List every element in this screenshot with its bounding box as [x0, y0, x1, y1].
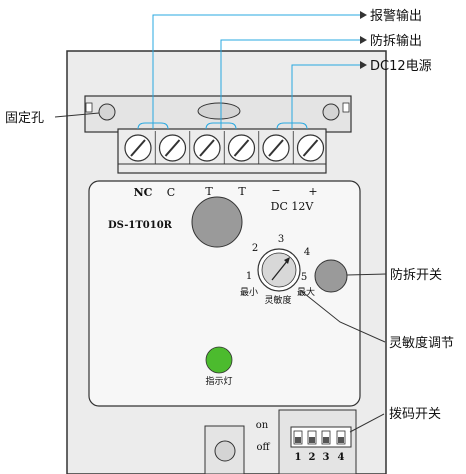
dip-number-3: 3 — [323, 452, 330, 463]
terminal-label-t1: T — [205, 185, 213, 198]
leader-tamper-switch — [346, 273, 387, 276]
sensitivity-dial-arrowhead — [284, 257, 290, 264]
screw-slot — [199, 139, 215, 157]
leader-sensitivity — [299, 289, 386, 343]
mounting-slot-right — [342, 102, 350, 113]
screw-slot — [268, 139, 284, 157]
dip-lever-1[interactable] — [295, 437, 301, 443]
dial-level-5: 5 — [301, 272, 307, 283]
dip-switch-body — [290, 426, 352, 448]
leader-fixing-hole — [54, 112, 100, 118]
terminal-label-nc: NC — [134, 186, 153, 199]
screw-slot — [130, 139, 146, 157]
mounting-slot-left — [85, 102, 93, 113]
leader-lines — [152, 14, 360, 129]
dial-max-label: 最大 — [297, 286, 315, 298]
leader-dip-switch — [349, 413, 385, 433]
terminal-screws — [124, 131, 325, 164]
sensitivity-dial-inner[interactable] — [261, 252, 297, 288]
callout-dc12-power: DC12电源 — [370, 59, 432, 74]
sensor-window — [191, 196, 243, 248]
dip-number-1: 1 — [295, 452, 302, 463]
callout-fixing-hole: 固定孔 — [5, 111, 44, 126]
model-label: DS-1T010R — [108, 220, 173, 231]
dip-on-label: on — [256, 420, 269, 431]
front-panel — [88, 180, 361, 407]
arrow-dc12-power — [360, 61, 367, 69]
terminal-block — [117, 128, 327, 174]
dip-lever-3[interactable] — [323, 437, 329, 443]
dial-min-label: 最小 — [240, 287, 258, 298]
callout-tamper-output: 防拆输出 — [370, 33, 422, 49]
dial-name-label: 灵敏度 — [264, 294, 291, 306]
callout-sensitivity-adjust: 灵敏度调节 — [389, 335, 454, 351]
dip-off-label: off — [256, 442, 270, 453]
leader-dc12-power — [291, 64, 360, 129]
dial-level-3: 3 — [278, 234, 284, 245]
screw-slot — [233, 139, 250, 157]
terminal-label-t2: T — [238, 185, 246, 198]
indicator-label: 指示灯 — [205, 375, 232, 387]
bottom-button[interactable] — [214, 440, 236, 462]
dip-lever-4[interactable] — [338, 437, 344, 443]
terminal-label-c: C — [167, 186, 175, 199]
dip-switch-levers — [293, 430, 346, 445]
terminal-label-minus: − — [271, 184, 280, 197]
tamper-switch-button[interactable] — [314, 259, 348, 293]
fixing-hole-left — [98, 103, 116, 121]
dial-level-4: 4 — [304, 247, 310, 258]
indicator-led — [205, 346, 233, 374]
dip-number-4: 4 — [338, 452, 345, 463]
screw-slot — [164, 139, 181, 157]
dial-level-1: 1 — [246, 271, 252, 282]
arrow-tamper-output — [360, 36, 367, 44]
oval-slot — [197, 102, 241, 120]
callout-alarm-output: 报警输出 — [370, 8, 422, 24]
arrow-alarm-output — [360, 11, 367, 19]
leader-alarm-output — [152, 14, 360, 129]
dc-voltage-label: DC 12V — [271, 200, 315, 213]
dip-number-2: 2 — [309, 452, 316, 463]
callout-tamper-switch: 防拆开关 — [390, 267, 442, 283]
fixing-hole-right — [322, 103, 340, 121]
leader-brackets — [137, 122, 308, 130]
screw-slot — [302, 139, 319, 157]
dial-level-2: 2 — [252, 243, 258, 254]
terminal-label-plus: + — [308, 185, 317, 198]
leader-tamper-output — [220, 39, 360, 129]
sensitivity-dial-pointer — [271, 259, 289, 281]
callout-dip-switch: 拨码开关 — [389, 407, 441, 422]
dip-lever-2[interactable] — [309, 437, 315, 443]
